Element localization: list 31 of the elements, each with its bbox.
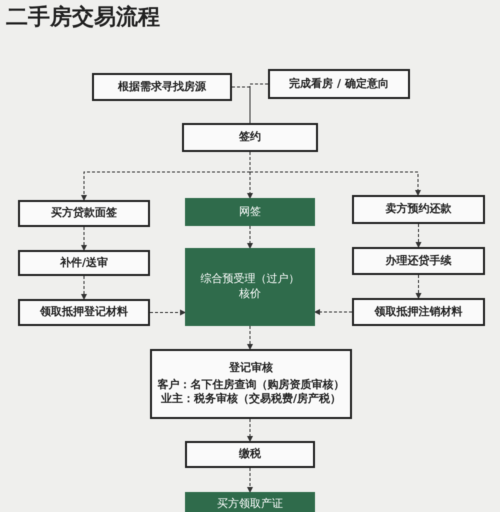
arrow xyxy=(247,468,253,493)
process-box: 签约 xyxy=(182,123,318,152)
process-box: 根据需求寻找房源 xyxy=(92,73,232,101)
process-box: 卖方预约还款 xyxy=(352,195,485,224)
process-box: 缴税 xyxy=(185,441,315,468)
connector-line xyxy=(250,84,268,124)
arrow xyxy=(247,226,253,249)
box-text: 业主：税务审核（交易税费/房产税） xyxy=(160,392,342,408)
process-box: 补件/送审 xyxy=(18,250,150,276)
process-box: 办理还贷手续 xyxy=(352,247,485,275)
arrow xyxy=(314,309,352,315)
arrow xyxy=(150,310,186,316)
connector-line xyxy=(232,86,250,124)
highlighted-step-box: 买方领取产证 xyxy=(185,492,315,512)
box-heading: 登记审核 xyxy=(229,360,273,376)
process-box: 领取抵押登记材料 xyxy=(18,299,150,326)
process-box: 领取抵押注销材料 xyxy=(352,298,485,326)
box-text: 客户：名下住房查询（购房资质审核） xyxy=(158,378,344,392)
arrow xyxy=(247,418,253,442)
arrow xyxy=(416,274,422,299)
arrow xyxy=(416,224,422,248)
arrow xyxy=(250,152,421,196)
highlighted-step-box: 综合预受理（过户）核价 xyxy=(185,248,315,326)
arrow xyxy=(81,276,87,300)
arrow xyxy=(81,226,87,251)
process-box xyxy=(150,349,352,419)
process-box: 买方贷款面签 xyxy=(18,200,150,227)
process-box: 完成看房 / 确定意向 xyxy=(268,69,410,99)
title: 二手房交易流程 xyxy=(6,4,160,32)
highlighted-step-box: 网签 xyxy=(185,198,315,226)
arrow xyxy=(247,326,253,350)
